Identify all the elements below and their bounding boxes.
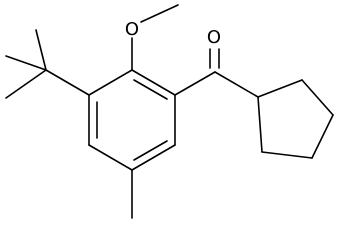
carbonyl-oxygen-label: O xyxy=(207,27,221,48)
oxygen-methyl-bond xyxy=(140,4,179,23)
ring-bond xyxy=(131,69,176,96)
methoxy-oxygen-label: O xyxy=(125,19,139,40)
cyclopentane-bond xyxy=(257,96,263,153)
tert-butyl-methyl-bond xyxy=(5,55,47,71)
ring-double-bond-inner xyxy=(133,79,168,100)
carbonyl-cyclopentyl-bond xyxy=(214,71,259,98)
ring-bond xyxy=(131,144,176,171)
carbonyl-group: O xyxy=(174,27,259,98)
molecule-structure-diagram: O O xyxy=(5,4,334,219)
cyclopentane-bond xyxy=(311,114,334,159)
tert-butyl-methyl-bond xyxy=(35,29,47,71)
ring-carbonyl-bond xyxy=(174,71,216,96)
cyclopentane-ring xyxy=(257,79,334,159)
tert-butyl-methyl-bond xyxy=(5,69,47,99)
ring-bond xyxy=(88,69,133,96)
cyclopentane-bond xyxy=(261,151,313,159)
ring-double-bond-inner xyxy=(133,140,168,161)
tert-butyl-group xyxy=(5,29,90,99)
ring-quaternary-carbon-bond xyxy=(45,69,90,96)
methoxy-group: O xyxy=(125,4,179,71)
cyclopentane-bond xyxy=(301,79,334,116)
ring-bond xyxy=(88,144,133,171)
cyclopentane-bond xyxy=(257,79,303,98)
benzene-ring xyxy=(88,69,176,171)
